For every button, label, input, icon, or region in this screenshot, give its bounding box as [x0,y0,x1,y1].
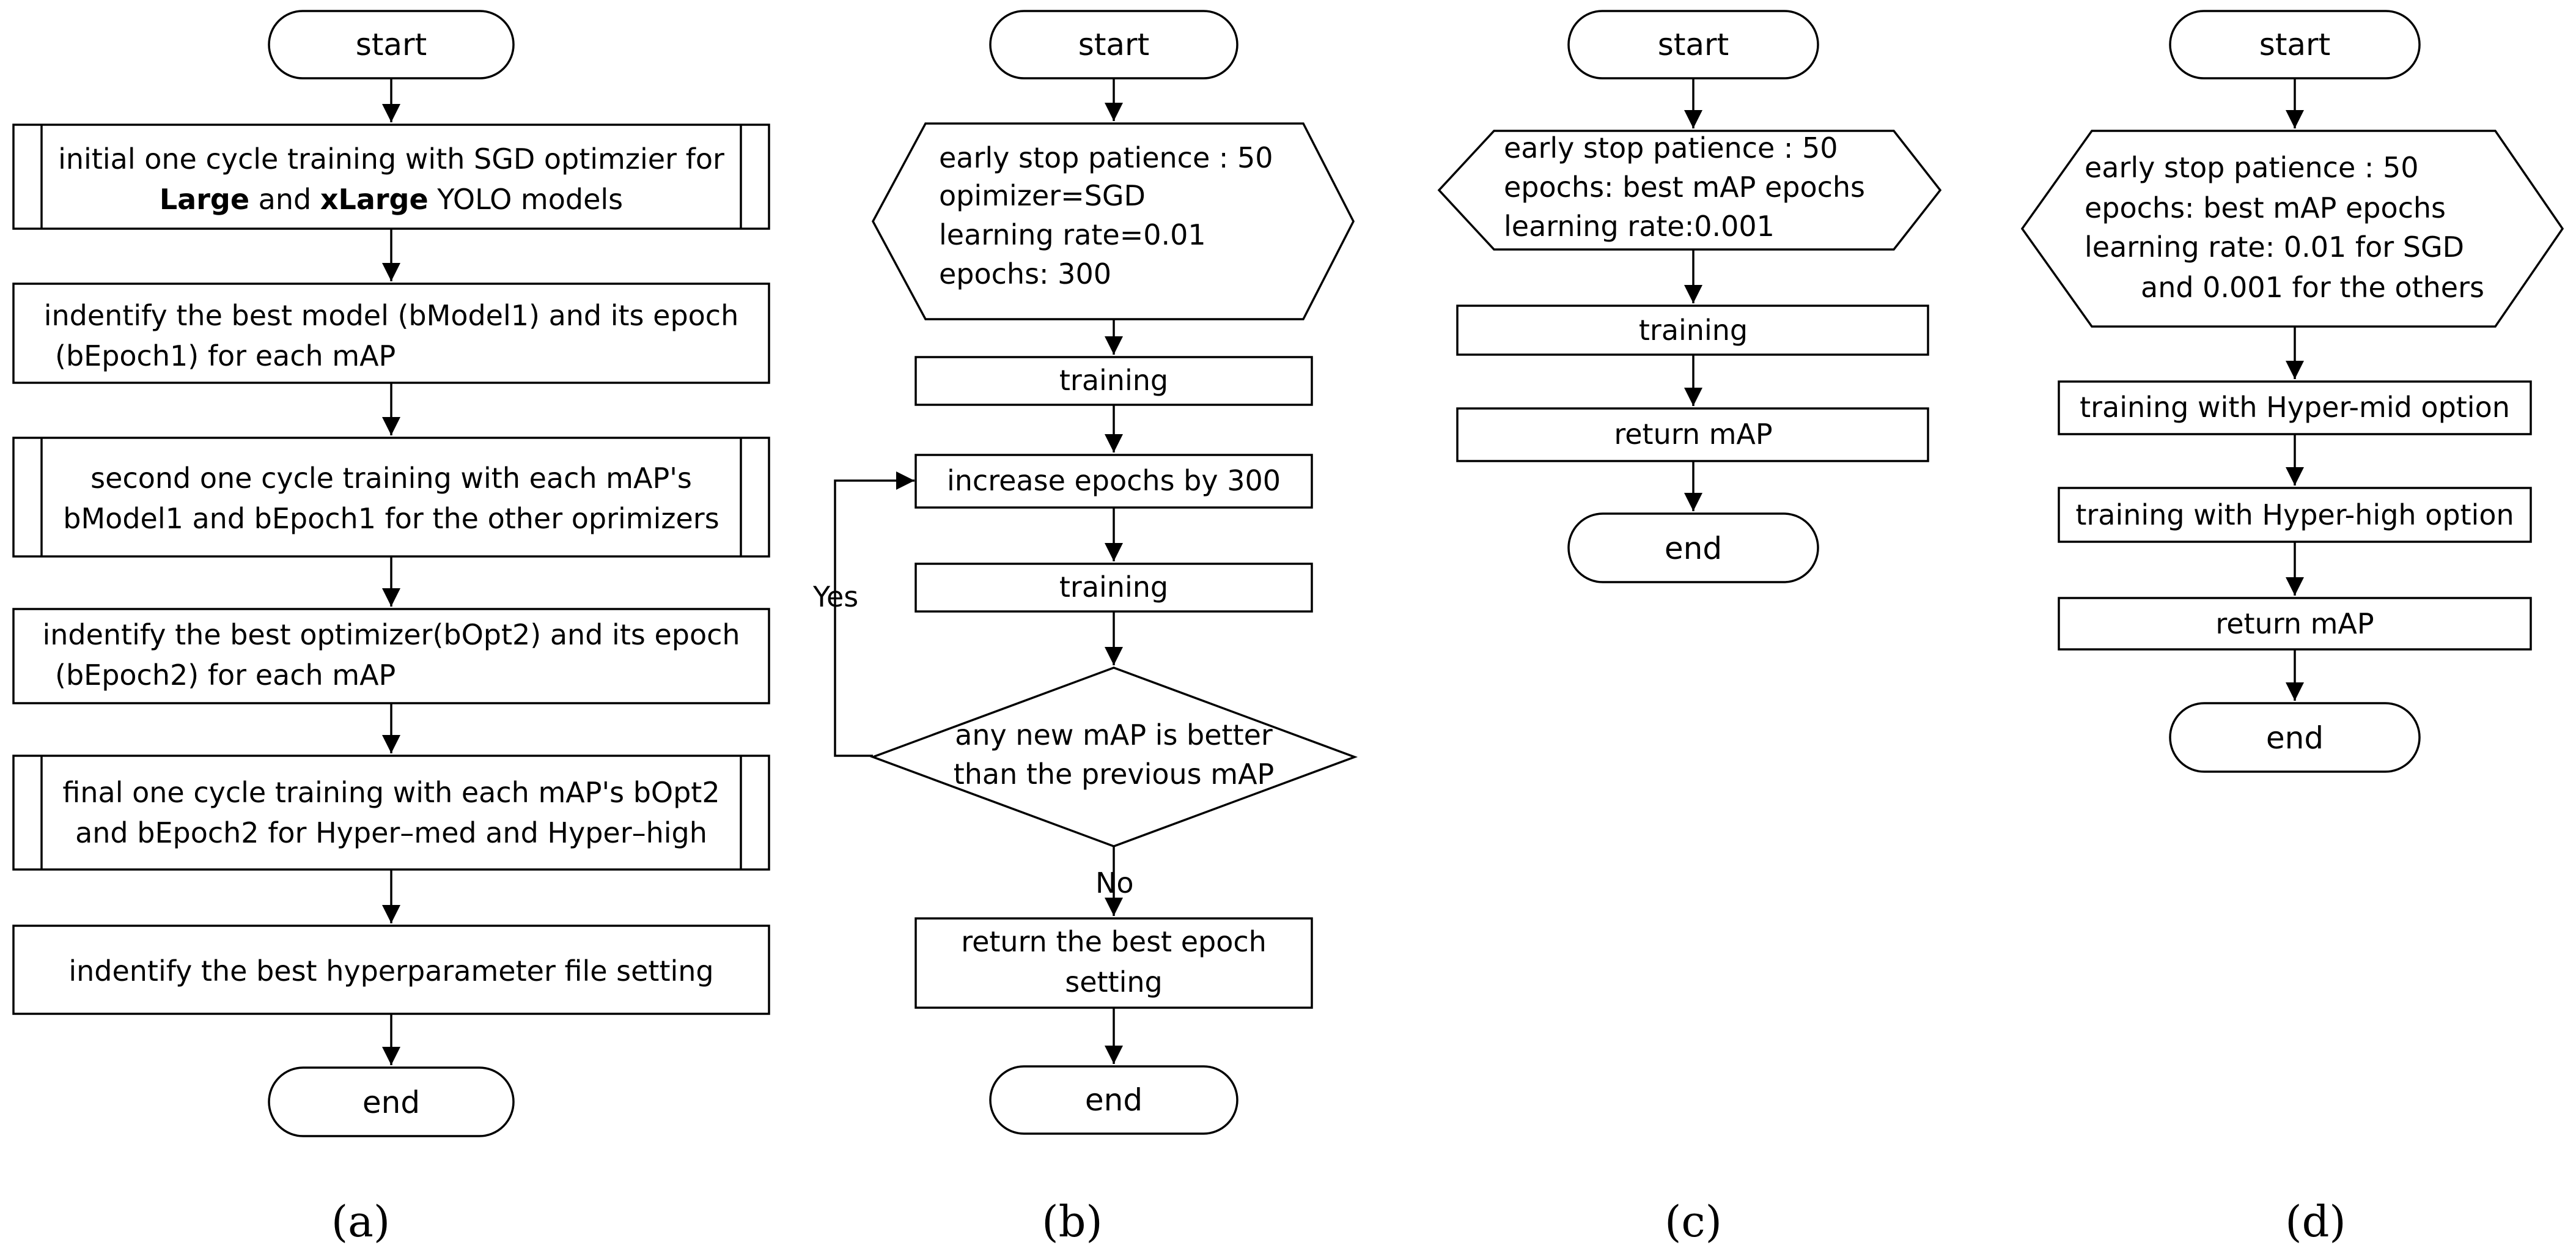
panel-d: start early stop patience : 50 epochs: b… [2020,10,2564,1247]
prep-line1: early stop patience : 50 [2085,151,2419,184]
process-5-line2: and bEpoch2 for Hyper–med and Hyper–high [75,816,707,849]
process-4-line1: indentify the best optimizer(bOpt2) and … [42,618,740,651]
process-4 [12,608,770,704]
process-increase-epochs [914,454,1313,509]
process-1-line2: Large and xLarge YOLO models [160,183,623,216]
start-terminal [989,10,1238,79]
end-label: end [1665,531,1722,566]
prep-line2: epochs: best mAP epochs [1504,171,1865,204]
prep-line2: opimizer=SGD [939,179,1146,212]
process-3-line1: second one cycle training with each mAP'… [90,462,692,495]
end-label: end [1085,1082,1143,1118]
prep-line1: early stop patience : 50 [1504,131,1838,164]
process-3-line2: bModel1 and bEpoch1 for the other oprimi… [63,502,719,535]
process-6 [12,925,770,1015]
decision-line1: any new mAP is better [955,718,1273,751]
yes-loop-arrow [834,471,914,757]
predefined-process-1 [12,124,770,230]
process-training-hyper-mid [2058,380,2532,435]
process-2-line2: (bEpoch1) for each mAP [55,339,396,372]
prep-line4: epochs: 300 [939,257,1111,290]
process-1-line1: initial one cycle training with SGD opti… [58,142,724,175]
decision-diamond [869,666,1358,847]
prep-line3: learning rate=0.01 [939,218,1206,251]
text-and: and [249,183,320,216]
start-label: start [1078,27,1149,62]
process-training-2 [914,563,1313,613]
prep-line2: epochs: best mAP epochs [2085,191,2446,224]
panel-c: start early stop patience : 50 epochs: b… [1437,10,1942,1247]
training-mid-label: training with Hyper-mid option [2080,391,2510,424]
bold-xlarge: xLarge [320,183,429,216]
predefined-process-5 [12,755,770,871]
end-terminal [989,1065,1238,1135]
preparation-hexagon [872,122,1355,320]
end-label: end [2266,720,2324,756]
training-2-label: training [1059,570,1168,604]
bold-large: Large [160,183,249,216]
training-high-label: training with Hyper-high option [2075,498,2514,531]
panel-b: start early stop patience : 50 opimizer=… [812,10,1358,1247]
predefined-process-3 [12,437,770,558]
training-label: training [1639,314,1748,347]
prep-line3: learning rate:0.001 [1504,210,1775,243]
process-training-hyper-high [2058,487,2532,543]
start-label: start [356,27,427,62]
panel-a: start initial one cycle training with SG… [12,10,770,1247]
prep-line3: learning rate: 0.01 for SGD [2085,231,2464,264]
process-return-map [1456,407,1929,462]
decision-line2: than the previous mAP [954,758,1275,791]
caption-c: (c) [1665,1197,1722,1247]
preparation-hexagon [1437,130,1942,251]
training-1-label: training [1059,364,1168,397]
process-training [1456,305,1929,356]
start-terminal [2169,10,2421,79]
end-terminal [1567,512,1819,583]
increase-label: increase epochs by 300 [947,464,1281,497]
start-terminal [1567,10,1819,79]
process-2 [12,282,770,384]
process-2-line1: indentify the best model (bModel1) and i… [44,299,738,332]
process-5-line1: final one cycle training with each mAP's… [62,776,719,809]
preparation-hexagon [2020,130,2564,328]
process-6-label: indentify the best hyperparameter file s… [68,954,713,988]
start-label: start [2259,27,2330,62]
process-training-1 [914,356,1313,406]
text-yolo-models: YOLO models [429,183,623,216]
process-return-map [2058,597,2532,651]
return-label: return mAP [2215,607,2374,640]
return-line1: return the best epoch [961,925,1267,958]
caption-b: (b) [1042,1197,1102,1247]
start-terminal [268,10,515,79]
no-label: No [1095,866,1134,899]
caption-a: (a) [331,1197,390,1247]
process-return-best-epoch [914,917,1313,1009]
end-label: end [362,1085,420,1120]
yes-label: Yes [812,580,858,613]
prep-line4: and 0.001 for the others [2141,271,2484,304]
return-label: return mAP [1614,418,1772,451]
process-4-line2: (bEpoch2) for each mAP [55,659,396,692]
start-label: start [1658,27,1729,62]
caption-d: (d) [2285,1197,2346,1247]
end-terminal [268,1066,515,1137]
prep-line1: early stop patience : 50 [939,141,1273,174]
end-terminal [2169,702,2421,773]
return-line2: setting [1065,965,1162,999]
